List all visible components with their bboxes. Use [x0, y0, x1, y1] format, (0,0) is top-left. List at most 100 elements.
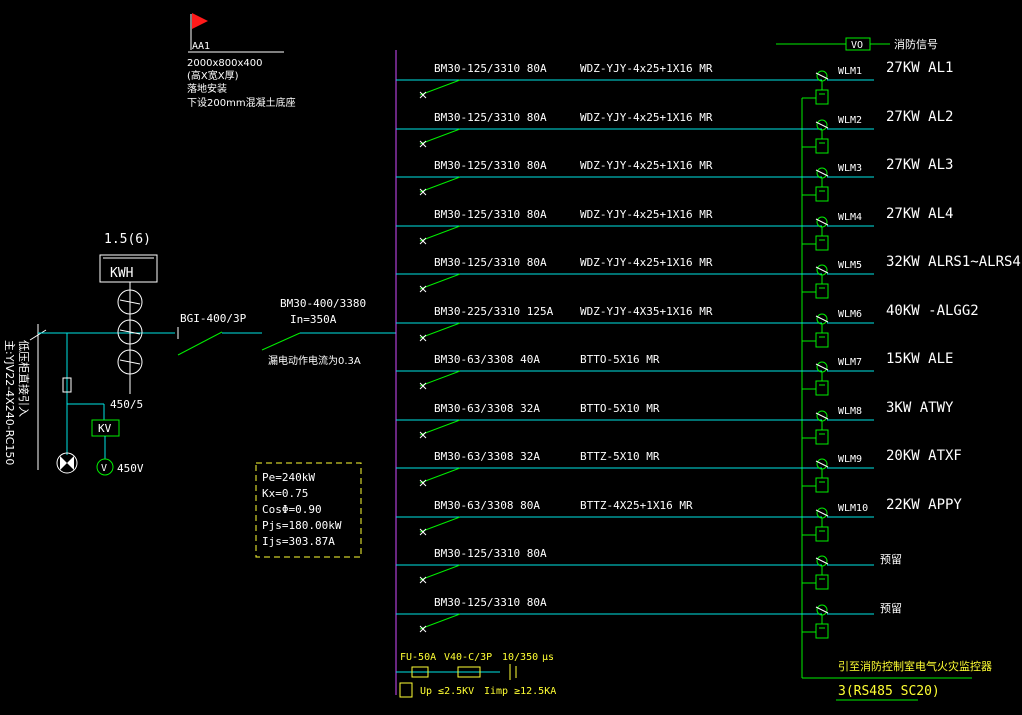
feeder-cable-label: WDZ-YJY-4x25+1X16 MR — [580, 159, 713, 172]
feeder-breaker-label: BM30-63/3308 40A — [434, 353, 540, 366]
current-transformer-icon — [117, 349, 143, 375]
feeder-cable-label: BTTO-5X16 MR — [580, 353, 660, 366]
feeder-reserve-label: 预留 — [880, 602, 902, 615]
rs485-label: 3(RS485 SC20) — [838, 684, 940, 699]
feeder-ct-mark — [815, 363, 829, 371]
breaker-blade — [419, 273, 461, 290]
breaker-blade — [419, 322, 461, 339]
load-calculation: Pe=240kW Kx=0.75 CosΦ=0.90 Pjs=180.00kW … — [255, 462, 362, 558]
bottom-notes: 引至消防控制室电气火灾监控器 3(RS485 SC20) — [802, 659, 992, 701]
feeder-breaker-label: BM30-125/3310 80A — [434, 256, 547, 269]
monitor-note: 引至消防控制室电气火灾监控器 — [838, 659, 992, 673]
breaker-blade — [419, 370, 461, 387]
surge-fuse-label: FU-50A — [400, 652, 436, 663]
breaker-trip-mark — [419, 237, 427, 245]
voltage-label: 450V — [117, 462, 144, 475]
leakage-monitor-icon — [815, 89, 829, 105]
voltmeter-symbol: V — [101, 463, 107, 474]
incoming-cable-note: 低压柜直接引入 — [17, 340, 31, 417]
feeder-ct-mark — [815, 460, 829, 468]
feeder-cable-label: WDZ-YJY-4x25+1X16 MR — [580, 111, 713, 124]
current-transformer-icon — [117, 289, 143, 315]
feeder-breaker-label: BM30-125/3310 80A — [434, 159, 547, 172]
cabinet-note-size: 2000x800x400 — [187, 58, 262, 69]
breaker-blade — [419, 467, 461, 484]
feeder-ct-mark — [815, 509, 829, 517]
feeder-ct-mark — [815, 121, 829, 129]
leakage-monitor-icon — [815, 235, 829, 251]
feeder-ct-mark — [815, 169, 829, 177]
feeder-load-label: 27KW AL4 — [886, 206, 953, 222]
breaker-blade — [419, 176, 461, 193]
feeder-circuit-code: WLM2 — [838, 115, 862, 126]
surge-spd-icon — [457, 666, 481, 678]
breaker-blade — [419, 613, 461, 630]
feeder-breaker-label: BM30-63/3308 32A — [434, 402, 540, 415]
leakage-monitor-icon — [815, 380, 829, 396]
breaker-blade — [419, 79, 461, 96]
feeder-breaker-label: BM30-63/3308 80A — [434, 499, 540, 512]
feeder-ct-mark — [815, 218, 829, 226]
leakage-monitor-icon — [815, 623, 829, 639]
feeder-ct-mark — [815, 412, 829, 420]
leakage-monitor-icon — [815, 574, 829, 590]
feeder-circuit-code: WLM3 — [838, 163, 862, 174]
breaker-blade — [419, 419, 461, 436]
breaker-trip-mark — [419, 431, 427, 439]
kwh-meter-box — [99, 254, 158, 283]
cabinet-tag: AA1 2000x800x400 (高X宽X厚) 落地安装 下设200mm混凝土… — [187, 13, 296, 109]
feeder-breaker-label: BM30-225/3310 125A — [434, 305, 554, 318]
calc-cos: CosΦ=0.90 — [262, 503, 322, 516]
breaker-trip-mark — [419, 285, 427, 293]
feeder-circuit-code: WLM6 — [838, 309, 862, 320]
feeder-circuits: BM30-125/3310 80A WDZ-YJY-4x25+1X16 MR WLM… — [396, 60, 1021, 639]
ct-ratio: 450/5 — [110, 398, 143, 411]
flag-icon — [192, 13, 208, 29]
feeder-cable-label: WDZ-YJY-4x25+1X16 MR — [580, 256, 713, 269]
indicator-lamp-icon — [56, 452, 78, 474]
feeder-circuit-code: WLM7 — [838, 357, 862, 368]
feeder-cable-label: WDZ-YJY-4x25+1X16 MR — [580, 62, 713, 75]
feeder-cable-label: BTTZ-4X25+1X16 MR — [580, 499, 693, 512]
breaker-trip-mark — [419, 188, 427, 196]
breaker-trip-mark — [419, 625, 427, 633]
calc-ijs: Ijs=303.87A — [262, 535, 335, 548]
surge-ground-icon — [399, 682, 413, 698]
feeder-reserve-label: 预留 — [880, 553, 902, 566]
breaker-blade — [419, 516, 461, 533]
calc-pe: Pe=240kW — [262, 471, 315, 484]
meter-ratio: 1.5(6) — [104, 232, 151, 247]
breaker-trip-mark — [419, 334, 427, 342]
main-breaker-rating: In=350A — [290, 313, 337, 326]
breaker-trip-mark — [419, 528, 427, 536]
incoming-cable-label: 主:YJV22-4X240-RC150 — [3, 340, 16, 465]
cabinet-note-base: 下设200mm混凝土底座 — [187, 96, 296, 109]
feeder-load-label: 22KW APPY — [886, 497, 962, 513]
breaker-blade — [419, 225, 461, 242]
surge-protection: FU-50A V40-C/3P 10/350 μs Up ≤2.5KV Iimp… — [396, 652, 556, 698]
breaker-blade — [419, 128, 461, 145]
current-transformer-icon — [117, 319, 143, 345]
breaker-trip-mark — [419, 576, 427, 584]
feeder-circuit-code: WLM8 — [838, 406, 862, 417]
leakage-monitor-icon — [815, 526, 829, 542]
voltmeter-icon — [96, 458, 114, 476]
feeder-circuit: BM30-125/3310 80A WDZ-YJY-4x25+1X16 MR WLM… — [396, 157, 953, 202]
leakage-monitor-icon — [815, 186, 829, 202]
feeder-load-label: 15KW ALE — [886, 351, 953, 367]
feeder-ct-mark — [815, 72, 829, 80]
main-switch-label: BGI-400/3P — [180, 312, 247, 325]
feeder-breaker-label: BM30-125/3310 80A — [434, 208, 547, 221]
feeder-breaker-label: BM30-63/3308 32A — [434, 450, 540, 463]
feeder-load-label: 20KW ATXF — [886, 448, 962, 464]
main-breaker-leakage-note: 漏电动作电流为0.3A — [268, 354, 361, 367]
feeder-breaker-label: BM30-125/3310 80A — [434, 111, 547, 124]
surge-unit: μs — [542, 652, 554, 663]
